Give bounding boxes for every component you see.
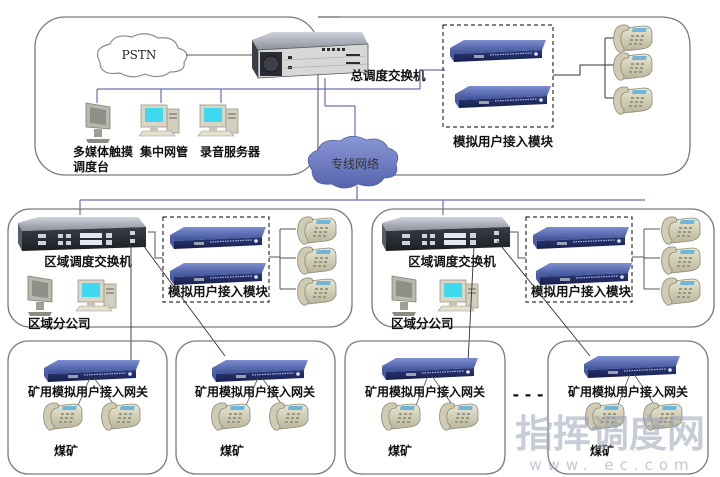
- terminal-label-line2: 调度台: [73, 159, 109, 174]
- phone-icon: [439, 402, 479, 431]
- dedicated-network-cloud-icon: 专线网络: [307, 135, 399, 189]
- mine-site-label: 煤矿: [54, 443, 78, 458]
- mine-gateway-label: 矿用模拟用户接入网关: [365, 384, 485, 399]
- analog-module-device: [535, 262, 633, 286]
- regional-module-label: 模拟用户接入模块: [531, 284, 632, 299]
- headquarters-group: PSTN 总调度交换机: [34, 16, 691, 189]
- mine-gateway-device: [583, 355, 681, 379]
- analog-module-device: [169, 262, 267, 286]
- mine-group: 矿用模拟用户接入网关 煤矿: [175, 340, 336, 475]
- phone-icon: [297, 277, 337, 306]
- mine-gateway-device: [211, 359, 309, 383]
- central-switch-device: [252, 32, 369, 79]
- analog-module-device: [454, 85, 552, 109]
- more-sites-ellipsis: - - -: [512, 385, 543, 404]
- phone-icon: [297, 246, 337, 275]
- mine-group: 矿用模拟用户接入网关 煤矿: [7, 340, 168, 475]
- phone-icon: [381, 402, 421, 431]
- phone-icon: [211, 402, 251, 431]
- analog-module-device: [169, 226, 267, 250]
- regional-frame: [7, 208, 353, 328]
- touch-monitor-icon: [85, 102, 111, 144]
- analog-module-device: [449, 39, 547, 63]
- desktop-computer-icon: [138, 104, 180, 137]
- phone-icon: [269, 402, 309, 431]
- terminal-recording-server: [197, 104, 239, 137]
- mine-gateway-label: 矿用模拟用户接入网关: [568, 384, 688, 399]
- regional-analog-module-box: [525, 216, 633, 303]
- terminal-label: 录音服务器: [200, 144, 261, 159]
- hq-analog-module-label: 模拟用户接入模块: [453, 134, 554, 149]
- watermark-text: 指挥调度网: [515, 412, 705, 456]
- terminal-label: 多媒体触摸: [73, 144, 134, 159]
- analog-module-device: [532, 226, 630, 250]
- dedicated-network-label: 专线网络: [331, 156, 379, 171]
- mine-group: 矿用模拟用户接入网关 煤矿: [547, 340, 709, 475]
- regional-group: 区域调度交换机 区域分公司 模拟用户接入模块: [7, 208, 353, 331]
- mine-frame: [344, 340, 506, 475]
- phone-icon: [613, 24, 653, 53]
- desktop-computer-icon: [75, 279, 117, 312]
- phone-icon: [613, 52, 653, 81]
- pstn-label: PSTN: [122, 48, 157, 62]
- hq-analog-module-box: [442, 24, 554, 128]
- mine-site-label: 煤矿: [590, 443, 614, 458]
- mine-frame: [175, 340, 336, 475]
- regional-frame: [371, 208, 715, 328]
- mine-gateway-label: 矿用模拟用户接入网关: [195, 384, 315, 399]
- phone-icon: [297, 216, 337, 245]
- mine-gateway-device: [43, 359, 141, 383]
- mine-frame: [547, 340, 709, 475]
- mine-site-label: 煤矿: [388, 443, 412, 458]
- regional-branch-label: 区域分公司: [391, 316, 454, 331]
- regional-switch-device: [382, 217, 510, 251]
- regional-module-label: 模拟用户接入模块: [168, 284, 269, 299]
- mine-frame: [7, 340, 168, 475]
- terminal-touch-console: [85, 102, 111, 144]
- terminal-label: 集中网管: [139, 144, 188, 159]
- touch-monitor-icon: [27, 275, 53, 317]
- watermark-url: www. ec.com: [529, 456, 694, 474]
- desktop-computer-icon: [197, 104, 239, 137]
- phone-icon: [661, 246, 701, 275]
- mine-group: 矿用模拟用户接入网关 煤矿: [344, 340, 506, 475]
- headquarters-frame: [34, 16, 319, 176]
- phone-icon: [661, 277, 701, 306]
- regional-branch-label: 区域分公司: [28, 316, 91, 331]
- mine-site-label: 煤矿: [220, 443, 244, 458]
- regional-group: 区域调度交换机 区域分公司 模拟用户接入模块: [371, 208, 715, 331]
- terminal-network-manager: [138, 104, 180, 137]
- backbone-lines: [79, 186, 645, 215]
- touch-monitor-icon: [391, 275, 417, 317]
- mine-gateway-device: [381, 357, 479, 381]
- phone-icon: [101, 402, 141, 431]
- mine-links: [130, 240, 591, 364]
- phone-icon: [661, 216, 701, 245]
- phone-icon: [43, 402, 83, 431]
- watermark: 指挥调度网 www. ec.com: [515, 412, 705, 474]
- regional-analog-module-box: [162, 216, 270, 303]
- regional-switch-label: 区域调度交换机: [44, 254, 132, 269]
- hq-lan-lines: [96, 69, 445, 138]
- regional-switch-device: [18, 217, 146, 251]
- phone-icon: [613, 86, 653, 115]
- regional-switch-label: 区域调度交换机: [408, 254, 496, 269]
- pstn-cloud-icon: PSTN: [97, 33, 188, 78]
- central-switch-label: 总调度交换机: [350, 68, 426, 83]
- mine-gateway-label: 矿用模拟用户接入网关: [28, 384, 148, 399]
